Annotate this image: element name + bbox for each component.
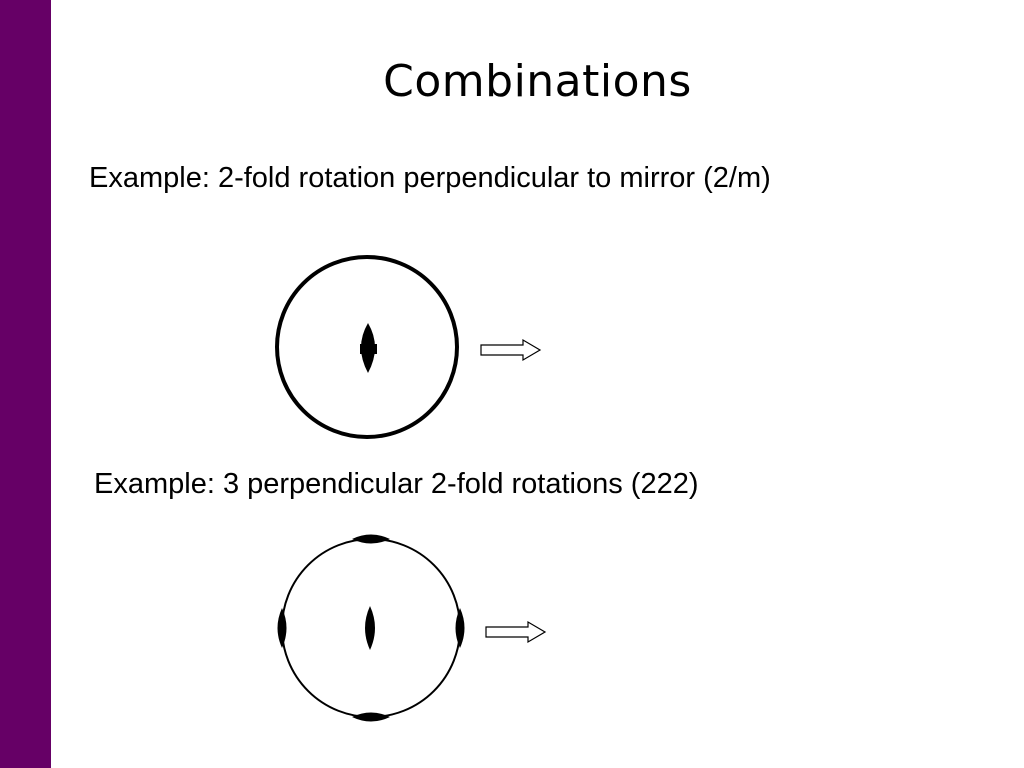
two-fold-lens-icon bbox=[365, 606, 375, 650]
two-fold-lens-with-bar-icon bbox=[360, 323, 377, 373]
right-hollow-arrow-icon bbox=[485, 620, 547, 644]
two-fold-lens-top-icon bbox=[352, 534, 390, 544]
bold-great-circle bbox=[275, 255, 459, 439]
stereonet-222 bbox=[277, 534, 547, 722]
two-fold-lens-right-icon bbox=[455, 608, 465, 648]
stereonet-2m bbox=[275, 255, 542, 439]
slide-title: Combinations bbox=[383, 56, 692, 107]
right-hollow-arrow-icon bbox=[480, 338, 542, 362]
example-caption-2m: Example: 2-fold rotation perpendicular t… bbox=[89, 162, 771, 194]
example-caption-222: Example: 3 perpendicular 2-fold rotation… bbox=[94, 468, 699, 500]
two-fold-lens-left-icon bbox=[277, 608, 287, 648]
sidebar-accent-bar bbox=[0, 0, 51, 768]
two-fold-lens-bottom-icon bbox=[352, 712, 390, 722]
